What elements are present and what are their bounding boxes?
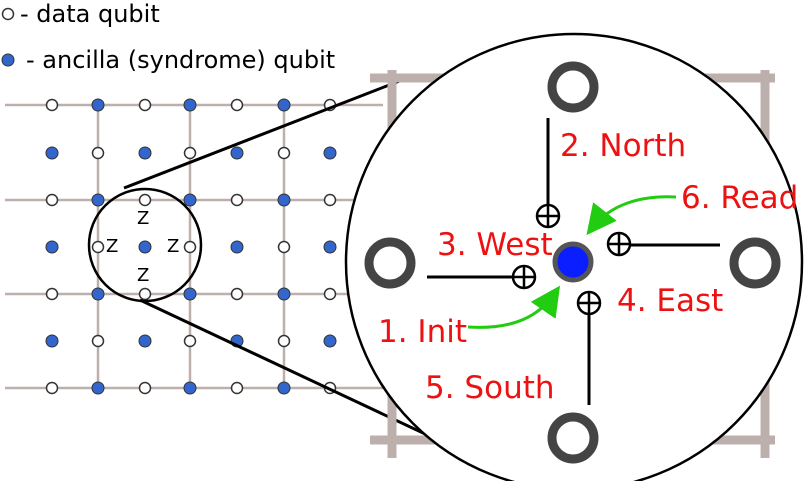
data-qubit <box>183 240 197 254</box>
ancilla-qubit <box>277 287 291 301</box>
ancilla-qubit <box>183 98 197 112</box>
zoom-ancilla-qubit <box>552 241 594 283</box>
data-qubit <box>323 287 337 301</box>
ancilla-qubit <box>230 146 244 160</box>
data-qubit <box>277 146 291 160</box>
data-qubit <box>91 146 105 160</box>
ancilla-qubit <box>277 98 291 112</box>
data-qubit <box>230 98 244 112</box>
data-qubit <box>230 193 244 207</box>
zoom-data-qubits <box>364 61 781 464</box>
ancilla-qubit <box>277 381 291 395</box>
data-qubit <box>45 287 59 301</box>
cnot-target-north-icon <box>535 203 561 229</box>
step-south-label: 5. South <box>425 370 555 406</box>
magnifier-lens <box>87 187 203 303</box>
data-qubit <box>277 334 291 348</box>
ancilla-qubit <box>183 381 197 395</box>
ancilla-qubit <box>45 334 59 348</box>
ancilla-qubit <box>183 193 197 207</box>
data-qubit <box>45 98 59 112</box>
legend-ancilla-qubit-label: - ancilla (syndrome) qubit <box>26 46 335 74</box>
ancilla-qubit <box>91 98 105 112</box>
z-label-east: Z <box>167 236 179 257</box>
data-qubit <box>45 381 59 395</box>
data-qubit <box>91 334 105 348</box>
ancilla-qubit <box>138 334 152 348</box>
data-qubit <box>138 193 152 207</box>
ancilla-qubit <box>230 240 244 254</box>
legend-ancilla-qubit-icon <box>1 53 15 67</box>
step-arrows <box>467 195 677 329</box>
step-init-label: 1. Init <box>378 314 467 350</box>
data-qubit <box>138 287 152 301</box>
ancilla-qubit <box>91 381 105 395</box>
ancilla-qubit <box>323 334 337 348</box>
step-read-label: 6. Read <box>681 180 798 216</box>
cnot-lines <box>427 118 720 405</box>
magnifier <box>87 73 456 450</box>
step-labels: 2. North 6. Read 3. West 4. East 1. Init… <box>378 128 798 406</box>
legend-data-qubit-icon <box>1 7 15 21</box>
ancilla-qubit <box>138 146 152 160</box>
read-arrow-icon <box>586 195 677 236</box>
z-label-north: Z <box>137 208 149 229</box>
ancilla-qubit <box>91 287 105 301</box>
data-qubit <box>45 193 59 207</box>
z-label-west: Z <box>106 236 118 257</box>
ancilla-qubit <box>45 146 59 160</box>
data-qubit <box>138 381 152 395</box>
zoom-view: 2. North 6. Read 3. West 4. East 1. Init… <box>344 32 804 481</box>
data-qubit <box>138 98 152 112</box>
data-qubit <box>230 287 244 301</box>
lattice-qubits <box>45 98 337 395</box>
data-qubit <box>230 381 244 395</box>
data-qubit <box>323 193 337 207</box>
data-qubit <box>183 334 197 348</box>
ancilla-qubit <box>45 240 59 254</box>
data-qubit-west <box>364 237 416 289</box>
ancilla-qubit <box>323 146 337 160</box>
data-qubit <box>277 240 291 254</box>
legend-data-qubit-label: - data qubit <box>20 0 160 28</box>
data-qubit <box>91 240 105 254</box>
cnot-target-south-icon <box>576 290 602 316</box>
legend: - data qubit - ancilla (syndrome) qubit <box>1 0 335 74</box>
cnot-targets <box>511 203 632 316</box>
data-qubit <box>183 146 197 160</box>
step-west-label: 3. West <box>437 227 553 263</box>
data-qubit-south <box>547 412 599 464</box>
ancilla-qubit <box>323 240 337 254</box>
cnot-target-east-icon <box>606 231 632 257</box>
ancilla-qubit <box>183 287 197 301</box>
step-east-label: 4. East <box>617 283 723 319</box>
ancilla-qubit <box>138 240 152 254</box>
step-north-label: 2. North <box>560 128 686 164</box>
ancilla-qubit <box>277 193 291 207</box>
cnot-target-west-icon <box>511 264 537 290</box>
data-qubit-east <box>729 237 781 289</box>
stabilizer-z-labels: Z Z Z Z <box>106 208 179 286</box>
data-qubit-north <box>547 61 599 113</box>
ancilla-qubit <box>91 193 105 207</box>
init-arrow-icon <box>467 285 561 329</box>
z-label-south: Z <box>137 265 149 286</box>
